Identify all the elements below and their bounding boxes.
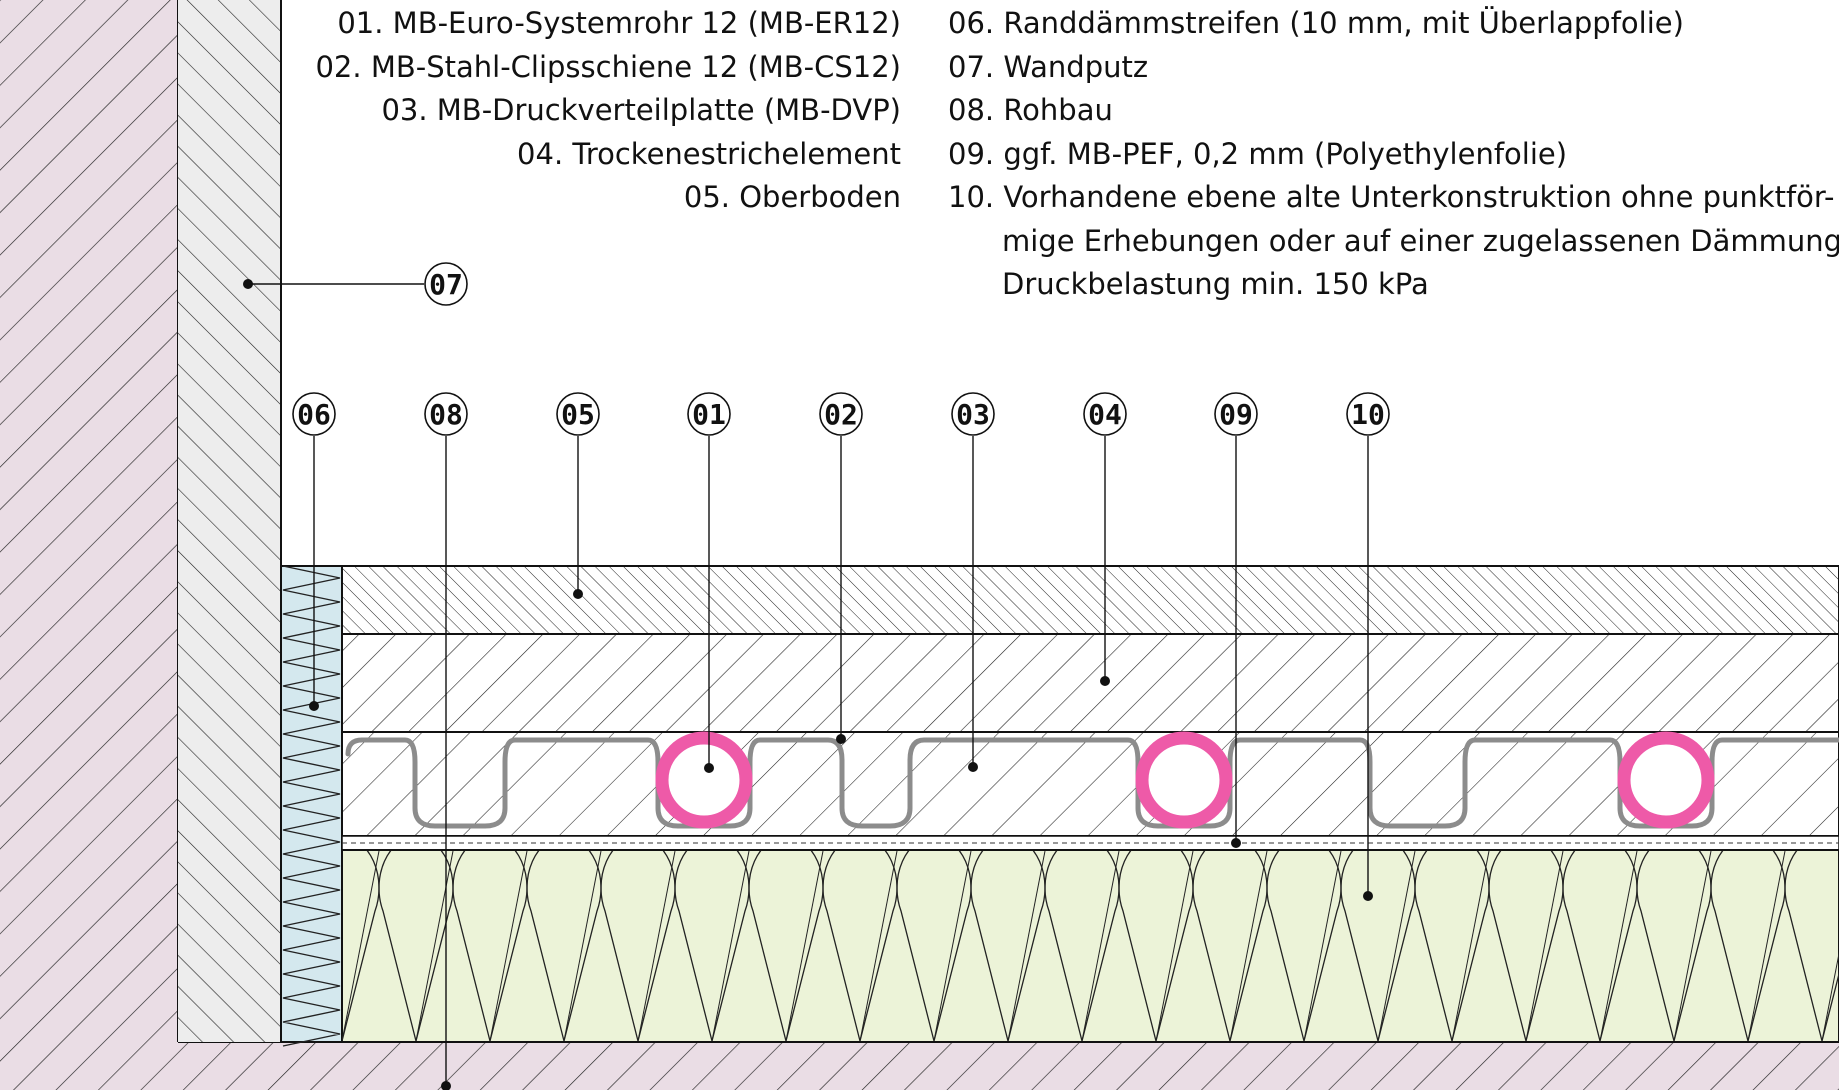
callout-10-label: 10 <box>1351 398 1385 431</box>
callout-01: 01 <box>687 392 731 436</box>
legend-item-09: 09. ggf. MB-PEF, 0,2 mm (Polyethylenfoli… <box>948 136 1568 171</box>
callout-03: 03 <box>951 392 995 436</box>
top-flooring-layer <box>341 565 1839 635</box>
legend-item-10: 10. Vorhandene ebene alte Unterkonstrukt… <box>948 180 1835 214</box>
legend-item-01: 01. MB-Euro-Systemrohr 12 (MB-ER12) <box>337 6 901 40</box>
pe-foil-layer <box>341 835 1839 851</box>
heating-pipes <box>655 731 1715 829</box>
callout-09: 09 <box>1214 392 1258 436</box>
heating-pipe-1 <box>655 731 753 829</box>
legend-item-02: 02. MB-Stahl-Clipsschiene 12 (MB-CS12) <box>315 49 901 84</box>
callout-04: 04 <box>1083 392 1127 436</box>
dry-screed-layer <box>341 633 1839 733</box>
pressure-distribution-plate <box>341 731 1839 837</box>
legend-item-05: 05. Oberboden <box>683 180 901 214</box>
legend-item-08: 08. Rohbau <box>948 93 1113 127</box>
legend-item-03: 03. MB-Druckverteilplatte (MB-DVP) <box>381 93 901 127</box>
callout-dots <box>243 279 1373 1090</box>
legend-item-07: 07. Wandputz <box>948 49 1149 84</box>
callouts <box>248 283 1369 1088</box>
steel-clip-rail <box>345 737 1839 829</box>
insulation-layer <box>341 849 1839 1043</box>
legend-right: 06. Randdämmstreifen (10 mm, mit Überlap… <box>948 2 1839 307</box>
callout-09-label: 09 <box>1219 398 1253 431</box>
callout-05-label: 05 <box>561 398 595 431</box>
edge-insulation-strip <box>280 565 343 1047</box>
legend-item-06: 06. Randdämmstreifen (10 mm, mit Überlap… <box>948 6 1684 40</box>
callout-08: 08 <box>424 392 468 436</box>
callout-06-label: 06 <box>297 398 331 431</box>
legend-item-10-cont-1: mige Erhebungen oder auf einer zugelasse… <box>1002 223 1839 258</box>
callout-02-label: 02 <box>824 398 858 431</box>
wall-plaster <box>178 0 282 1042</box>
callout-03-label: 03 <box>956 398 990 431</box>
callout-01-label: 01 <box>692 398 726 431</box>
callout-04-label: 04 <box>1088 398 1122 431</box>
callout-07-label: 07 <box>429 268 463 301</box>
callout-02: 02 <box>819 392 863 436</box>
callout-06: 06 <box>292 392 336 436</box>
callout-10: 10 <box>1346 392 1390 436</box>
heating-pipe-3 <box>1617 731 1715 829</box>
callout-08-label: 08 <box>429 398 463 431</box>
heating-pipe-2 <box>1135 731 1233 829</box>
legend-item-04: 04. Trockenestrichelement <box>517 136 901 171</box>
callout-05: 05 <box>556 392 600 436</box>
legend-item-10-cont-2: Druckbelastung min. 150 kPa <box>1002 267 1429 301</box>
legend-left: 01. MB-Euro-Systemrohr 12 (MB-ER12) 02. … <box>315 2 901 220</box>
callout-07: 07 <box>424 262 468 306</box>
